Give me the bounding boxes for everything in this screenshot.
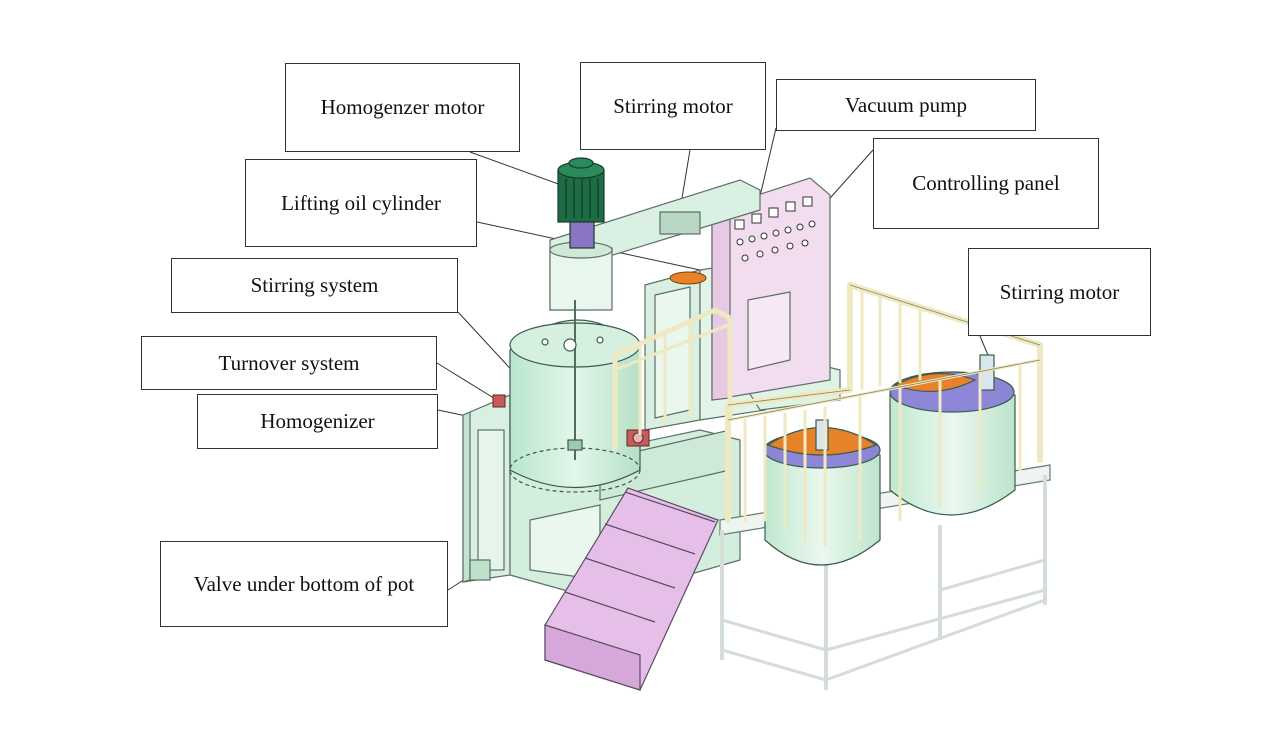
- label-turnover-system: Turnover system: [141, 336, 437, 390]
- label-lifting-oil-cylinder: Lifting oil cylinder: [245, 159, 477, 247]
- stairs: [544, 487, 719, 691]
- right-pot-front: [763, 419, 881, 566]
- label-stirring-motor-right: Stirring motor: [968, 248, 1151, 336]
- label-stirring-system: Stirring system: [171, 258, 458, 313]
- homogenizer-motor: [557, 157, 605, 249]
- label-homogenizer-motor: Homogenzer motor: [285, 63, 520, 152]
- label-valve-under-bottom: Valve under bottom of pot: [160, 541, 448, 627]
- label-stirring-motor-top: Stirring motor: [580, 62, 766, 150]
- lifting-beam: [549, 179, 761, 311]
- label-vacuum-pump: Vacuum pump: [776, 79, 1036, 131]
- main-tank: [509, 300, 641, 493]
- label-homogenizer: Homogenizer: [197, 394, 438, 449]
- right-pot-back: [889, 354, 1016, 516]
- control-panel: [711, 177, 831, 401]
- valve-motor: [492, 394, 650, 447]
- rear-pot-lid: [669, 271, 707, 285]
- label-controlling-panel: Controlling panel: [873, 138, 1099, 229]
